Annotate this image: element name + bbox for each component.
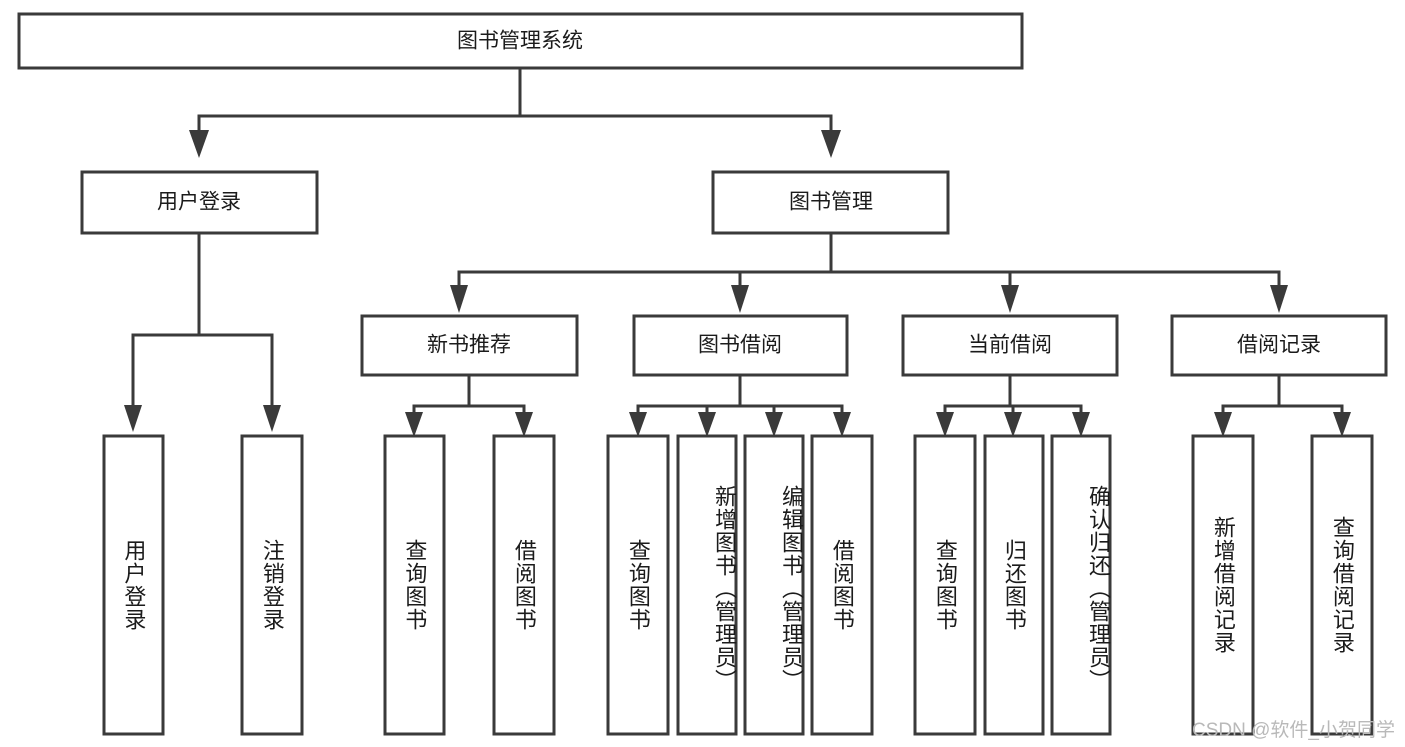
leaf-new-book-1-rect[interactable] [383, 434, 446, 736]
arrow-borrow-c1 [629, 412, 647, 437]
node-book-management[interactable]: 图书管理 [711, 170, 950, 235]
leaf-new-book-2-rect[interactable] [492, 434, 556, 736]
arrow-current-c3 [1072, 412, 1090, 437]
node-current-borrow[interactable]: 当前借阅 [901, 314, 1119, 377]
node-root-label: 图书管理系统 [457, 30, 583, 53]
leaf-user-login-2-rect[interactable] [240, 434, 304, 736]
arrow-current-c2 [1004, 412, 1022, 437]
arrow-login-child2 [263, 405, 281, 432]
node-user-login-label: 用户登录 [157, 191, 241, 214]
arrow-borrow-c4 [833, 412, 851, 437]
node-user-login-rect[interactable] [80, 170, 319, 235]
node-current-borrow-label: 当前借阅 [968, 334, 1052, 357]
leaf-current-borrow-1-rect[interactable] [913, 434, 977, 736]
leaf-borrow-records-1-rect[interactable] [1191, 434, 1255, 736]
node-borrow-records-rect[interactable] [1170, 314, 1388, 377]
arrow-newbook-c1 [405, 412, 423, 437]
arrow-root-to-login [189, 130, 209, 158]
connector-group-book-borrow [629, 373, 851, 437]
connector-group-root [189, 67, 841, 158]
node-borrow-records-label: 借阅记录 [1237, 334, 1321, 357]
arrow-current-c1 [936, 412, 954, 437]
arrow-root-to-bookmgmt [821, 130, 841, 158]
node-book-management-label: 图书管理 [789, 191, 873, 214]
node-root-rect[interactable] [17, 12, 1024, 70]
arrow-newbook-c2 [515, 412, 533, 437]
arrow-records-c1 [1214, 412, 1232, 437]
arrow-login-child1 [124, 405, 142, 432]
arrow-bookmgmt-c2 [731, 285, 749, 313]
arrow-borrow-c3 [765, 412, 783, 437]
leaf-user-login-1-rect[interactable] [102, 434, 165, 736]
leaf-book-borrow-4-rect[interactable] [810, 434, 874, 736]
connector-group-current-borrow [936, 373, 1090, 437]
node-new-book-recommend-rect[interactable] [360, 314, 579, 377]
node-book-borrow-rect[interactable] [632, 314, 849, 377]
connector-group-book-management [450, 231, 1288, 313]
arrow-bookmgmt-c1 [450, 285, 468, 313]
leaf-book-borrow-3-rect[interactable] [743, 434, 805, 736]
leaf-book-borrow-2-rect[interactable] [676, 434, 738, 736]
leaf-book-borrow-1-rect[interactable] [606, 434, 670, 736]
node-new-book-recommend-label: 新书推荐 [427, 334, 511, 357]
node-new-book-recommend[interactable]: 新书推荐 [360, 314, 579, 377]
leaf-current-borrow-3-rect[interactable] [1050, 434, 1112, 736]
node-book-management-rect[interactable] [711, 170, 950, 235]
node-book-borrow-label: 图书借阅 [698, 334, 782, 357]
arrow-bookmgmt-c4 [1270, 285, 1288, 313]
node-current-borrow-rect[interactable] [901, 314, 1119, 377]
node-root[interactable]: 图书管理系统 [17, 12, 1024, 70]
node-borrow-records[interactable]: 借阅记录 [1170, 314, 1388, 377]
connector-group-new-book [405, 373, 533, 437]
node-book-borrow[interactable]: 图书借阅 [632, 314, 849, 377]
arrow-bookmgmt-c3 [1001, 285, 1019, 313]
connector-group-borrow-records [1214, 373, 1351, 437]
arrow-borrow-c2 [698, 412, 716, 437]
leaf-current-borrow-2-rect[interactable] [983, 434, 1045, 736]
connector-group-user-login [124, 231, 281, 432]
leaf-borrow-records-2-rect[interactable] [1310, 434, 1374, 736]
node-user-login[interactable]: 用户登录 [80, 170, 319, 235]
arrow-records-c2 [1333, 412, 1351, 437]
csdn-watermark: CSDN @软件_小贺同学 [1192, 720, 1395, 741]
